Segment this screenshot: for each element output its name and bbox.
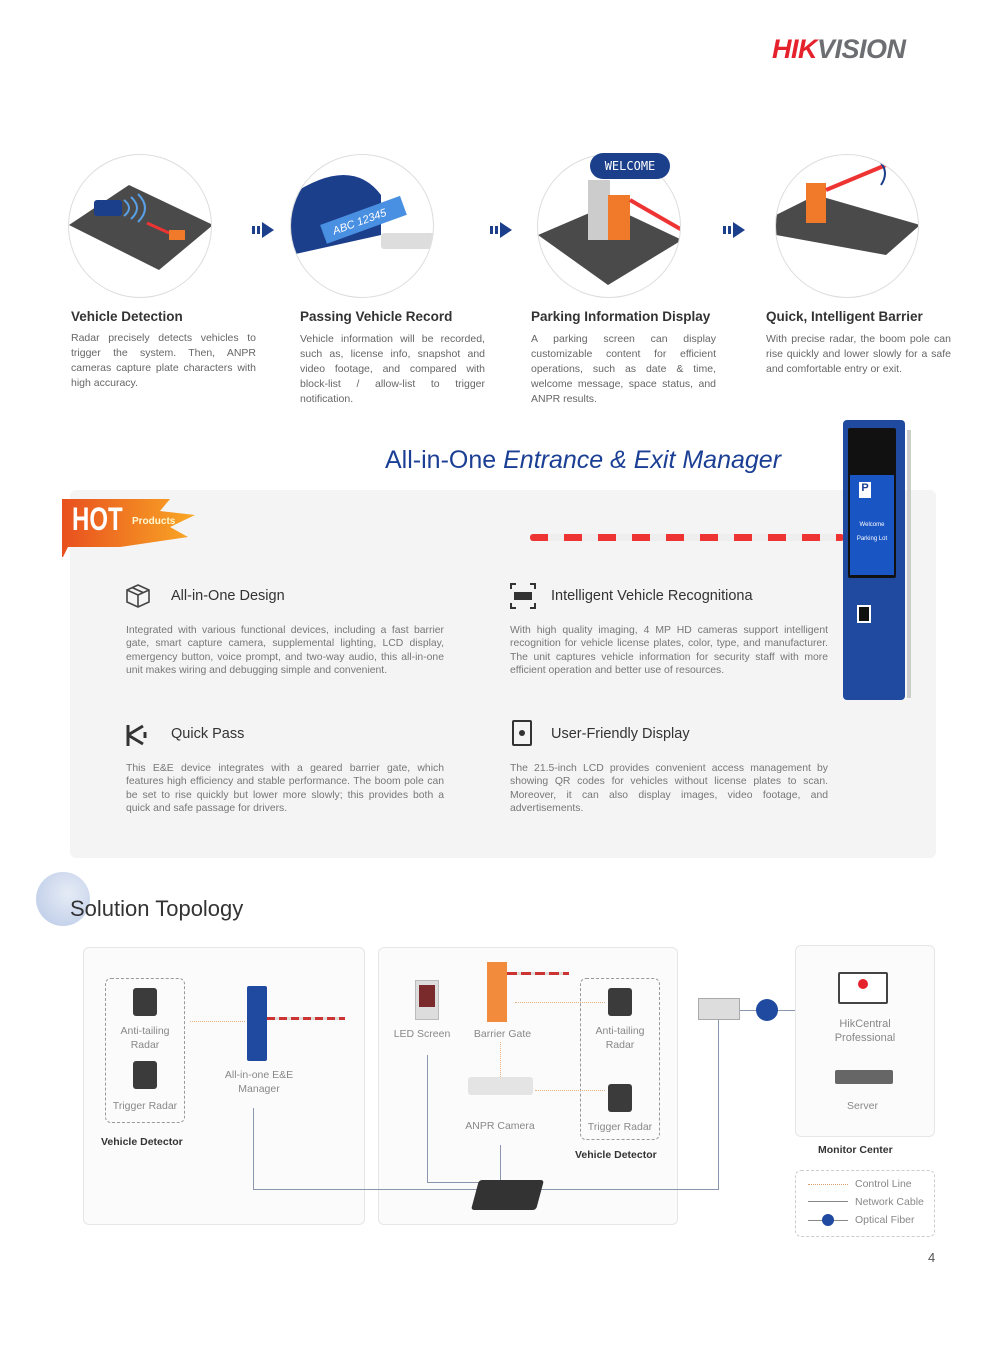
trigger-label: Trigger Radar [112, 1100, 178, 1112]
qr-scanner-icon [857, 605, 871, 623]
led-screen-device [415, 980, 439, 1020]
page-number: 4 [928, 1250, 936, 1265]
optical-fiber-icon [822, 1214, 834, 1226]
step-desc: With precise radar, the boom pole can ri… [766, 333, 951, 375]
entrance-box [83, 947, 365, 1225]
monitor-box [795, 945, 935, 1137]
anti-tailing-label: Anti-tailing Radar [120, 1025, 170, 1051]
vehicle-detection-illustration [68, 154, 212, 298]
plate-scan-icon [510, 583, 536, 609]
legend-network: Network Cable [855, 1196, 924, 1208]
arrow-right-icon [490, 222, 512, 238]
barrier-gate-device [487, 962, 507, 1022]
camera-label: ANPR Camera [465, 1120, 535, 1132]
step-desc: Vehicle information will be recorded, su… [300, 333, 485, 405]
kiosk-line2: Parking Lot [856, 536, 888, 542]
hot-text: HOT [72, 501, 123, 537]
step-title: Passing Vehicle Record [300, 309, 453, 324]
radar-device [608, 1084, 632, 1112]
barrier-illustration [775, 154, 919, 298]
vehicle-detector-group [580, 978, 660, 1140]
server-label: Server [847, 1100, 878, 1112]
control-line-swatch [808, 1184, 848, 1185]
barrier-label: Barrier Gate [473, 1028, 532, 1040]
welcome-sign: WELCOME [590, 153, 670, 179]
barrier-gate-icon [126, 724, 147, 746]
box-icon [126, 584, 150, 608]
server-device [835, 1070, 893, 1084]
legend [795, 1170, 935, 1237]
vehicle-detector-group [105, 978, 185, 1123]
software-label: HikCentral Professional [834, 1018, 896, 1044]
step-title: Parking Information Display [531, 309, 711, 324]
group-label: Vehicle Detector [575, 1149, 657, 1161]
step-desc: Radar precisely detects vehicles to trig… [71, 332, 256, 389]
feature-title: Quick Pass [171, 726, 245, 742]
radar-device [133, 988, 157, 1016]
legend-control: Control Line [855, 1178, 912, 1190]
arrow-right-icon [252, 222, 274, 238]
feature-desc: This E&E device integrates with a geared… [126, 763, 444, 815]
section-decoration [36, 872, 90, 926]
section-title: Solution Topology [70, 896, 244, 921]
laptop-device [838, 972, 888, 1004]
network-switch-device [470, 1180, 545, 1210]
kiosk-line1: Welcome [859, 522, 885, 528]
step-desc: A parking screen can display customizabl… [531, 333, 716, 405]
feature-desc: Integrated with various functional devic… [126, 625, 444, 677]
trigger-label: Trigger Radar [587, 1121, 653, 1133]
legend-fiber: Optical Fiber [855, 1214, 915, 1226]
switch-device [698, 998, 740, 1020]
feature-desc: The 21.5-inch LCD provides convenient ac… [510, 763, 828, 815]
parking-display-illustration [537, 154, 681, 298]
logo-part2: VISION [817, 34, 906, 64]
manager-label: All-in-one E&E Manager [224, 1069, 294, 1095]
group-label: Monitor Center [818, 1144, 893, 1156]
ee-manager-device [247, 986, 267, 1061]
title-italic: Entrance & Exit Manager [503, 446, 782, 474]
logo-part1: HIK [772, 34, 818, 64]
product-panel [70, 490, 936, 858]
step-title: Vehicle Detection [71, 309, 183, 324]
passing-vehicle-record-illustration: ABC 12345 [290, 154, 434, 298]
group-label: Vehicle Detector [101, 1136, 183, 1148]
radar-device [133, 1061, 157, 1089]
arrow-right-icon [723, 222, 745, 238]
feature-title: Intelligent Vehicle Recognitiona [551, 588, 753, 604]
feature-title: User-Friendly Display [551, 726, 690, 742]
display-icon [512, 720, 532, 746]
feature-desc: With high quality imaging, 4 MP HD camer… [510, 625, 828, 677]
title-regular: All-in-One [385, 446, 497, 474]
anti-tailing-label: Anti-tailing Radar [595, 1025, 645, 1051]
radar-device [608, 988, 632, 1016]
led-label: LED Screen [393, 1028, 451, 1040]
step-title: Quick, Intelligent Barrier [766, 309, 923, 324]
hot-products-badge: HOT Products [60, 497, 200, 557]
network-cable-swatch [808, 1201, 848, 1202]
anpr-camera-device [468, 1077, 533, 1095]
products-text: Products [132, 516, 176, 527]
product-title: All-in-One Entrance & Exit Manager [385, 446, 781, 475]
feature-title: All-in-One Design [171, 588, 285, 604]
optical-fiber-icon [756, 999, 778, 1021]
parking-p-icon: P [859, 482, 871, 498]
hikvision-logo: HIKVISION [772, 34, 906, 65]
barrier-arm [530, 534, 844, 541]
